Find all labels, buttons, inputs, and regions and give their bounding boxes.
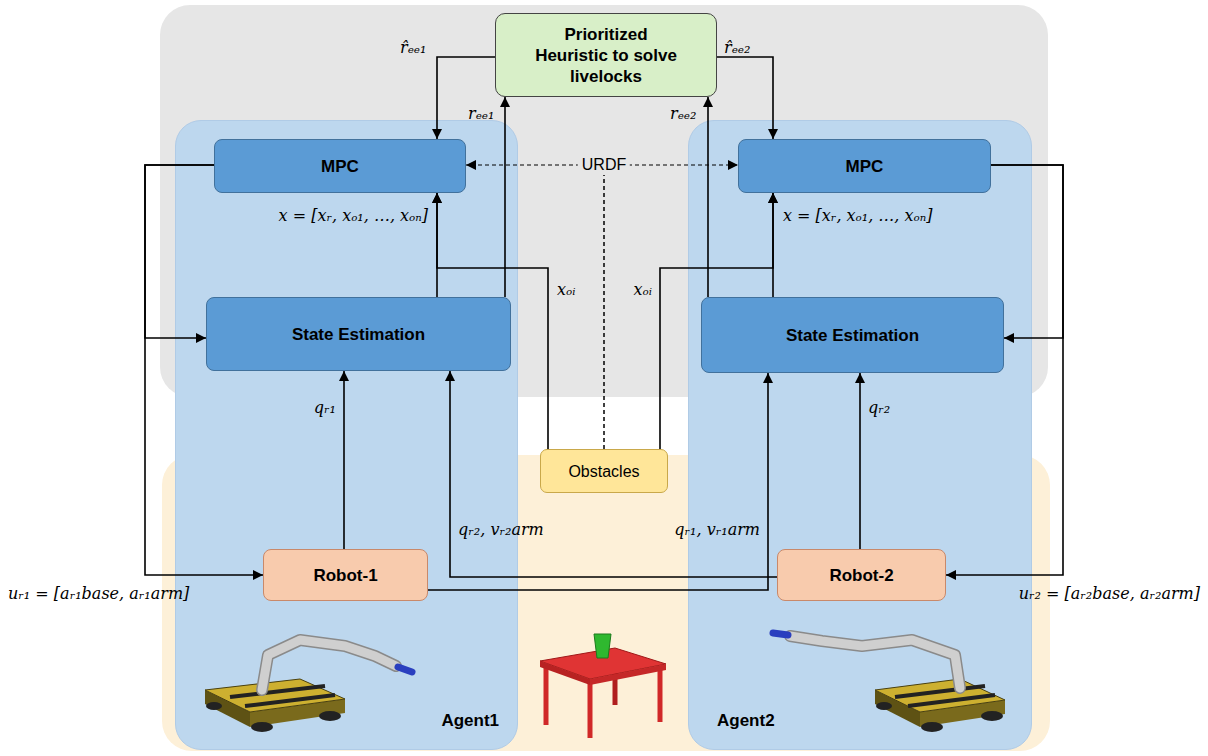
node-label: State Estimation (786, 325, 919, 346)
edge-label: qᵣ₂ (866, 398, 892, 418)
robot-wheel (921, 722, 943, 732)
node-label: MPC (846, 156, 884, 177)
connector (343, 371, 345, 549)
dashed-connector (466, 165, 604, 449)
process-box: State Estimation (701, 297, 1004, 373)
table-leg (544, 664, 549, 725)
process-box: State Estimation (206, 297, 511, 371)
table-leg (588, 680, 593, 738)
robot-wheel (319, 711, 341, 721)
node-label: State Estimation (292, 324, 425, 345)
edge-label: uᵣ₁ = [aᵣ₁base, aᵣ₁arm] (6, 584, 191, 604)
robot-stripe (908, 695, 995, 706)
connector (145, 165, 263, 575)
robot-base-top (205, 679, 345, 712)
edge-label: rₑₑ₂ (668, 104, 698, 124)
connector (428, 373, 768, 590)
robot-arm (790, 636, 960, 688)
robot-arm-shadow (262, 640, 396, 690)
heuristic-box: Prioritized Heuristic to solve livelocks (495, 13, 717, 97)
robot-wheel (876, 702, 892, 710)
edge-label: r̂ₑₑ₂ (722, 38, 752, 58)
table-edge (590, 664, 666, 685)
process-box: MPC (738, 139, 991, 193)
connector (504, 97, 506, 297)
robot-box: Robot-2 (777, 549, 946, 601)
connector (145, 165, 214, 338)
edge-label: uᵣ₂ = [aᵣ₂base, aᵣ₂arm] (1017, 584, 1202, 604)
robot-stripe (245, 695, 335, 706)
node-label: MPC (321, 156, 359, 177)
edge-label: xₒᵢ (632, 280, 654, 300)
agent-name: Agent1 (441, 710, 499, 731)
connector (859, 373, 861, 549)
edge-label: rₑₑ₁ (466, 104, 496, 124)
edge-label: r̂ₑₑ₁ (398, 38, 428, 58)
robot-arm-shadow (790, 636, 960, 688)
robot-gripper (773, 633, 788, 635)
connector (437, 193, 548, 449)
robot-box: Robot-1 (263, 549, 428, 601)
obstacle-box: Obstacles (540, 449, 668, 493)
connector (717, 57, 773, 139)
edge-label: xₒᵢ (555, 280, 577, 300)
table-edge (540, 661, 590, 685)
edge-label: URDF (578, 155, 630, 175)
robot-wheel (251, 722, 273, 732)
robot-stripe (895, 686, 985, 697)
connector (991, 165, 1063, 338)
node-label: Obstacles (568, 461, 639, 482)
node-label: Robot-2 (829, 565, 893, 586)
edge-label: qᵣ₁, vᵣ₁arm (672, 520, 762, 540)
edge-label: qᵣ₂, vᵣ₂arm (456, 520, 546, 540)
connector (450, 371, 777, 577)
robot-gripper (398, 667, 412, 672)
node-label: Prioritized Heuristic to solve livelocks (531, 24, 681, 87)
connector (707, 97, 709, 297)
edge-label: qᵣ₁ (312, 398, 338, 418)
robot-wheel (981, 711, 1003, 721)
robot-base-top (875, 679, 1005, 712)
node-label: Robot-1 (313, 565, 377, 586)
connector (946, 165, 1063, 575)
edge-label: x = [xᵣ, xₒ₁, …, xₒₙ] (781, 206, 934, 226)
robot-stripe (230, 686, 325, 697)
table-leg (658, 668, 663, 722)
robot-arm (262, 640, 396, 690)
agent-name: Agent2 (717, 710, 775, 731)
connector (437, 57, 495, 139)
robot-wheel (206, 702, 222, 710)
connector (660, 193, 773, 449)
edge-label: x = [xᵣ, xₒ₁, …, xₒₙ] (277, 206, 430, 226)
dashed-connector (604, 165, 738, 449)
process-box: MPC (214, 139, 466, 193)
cup (594, 634, 611, 658)
